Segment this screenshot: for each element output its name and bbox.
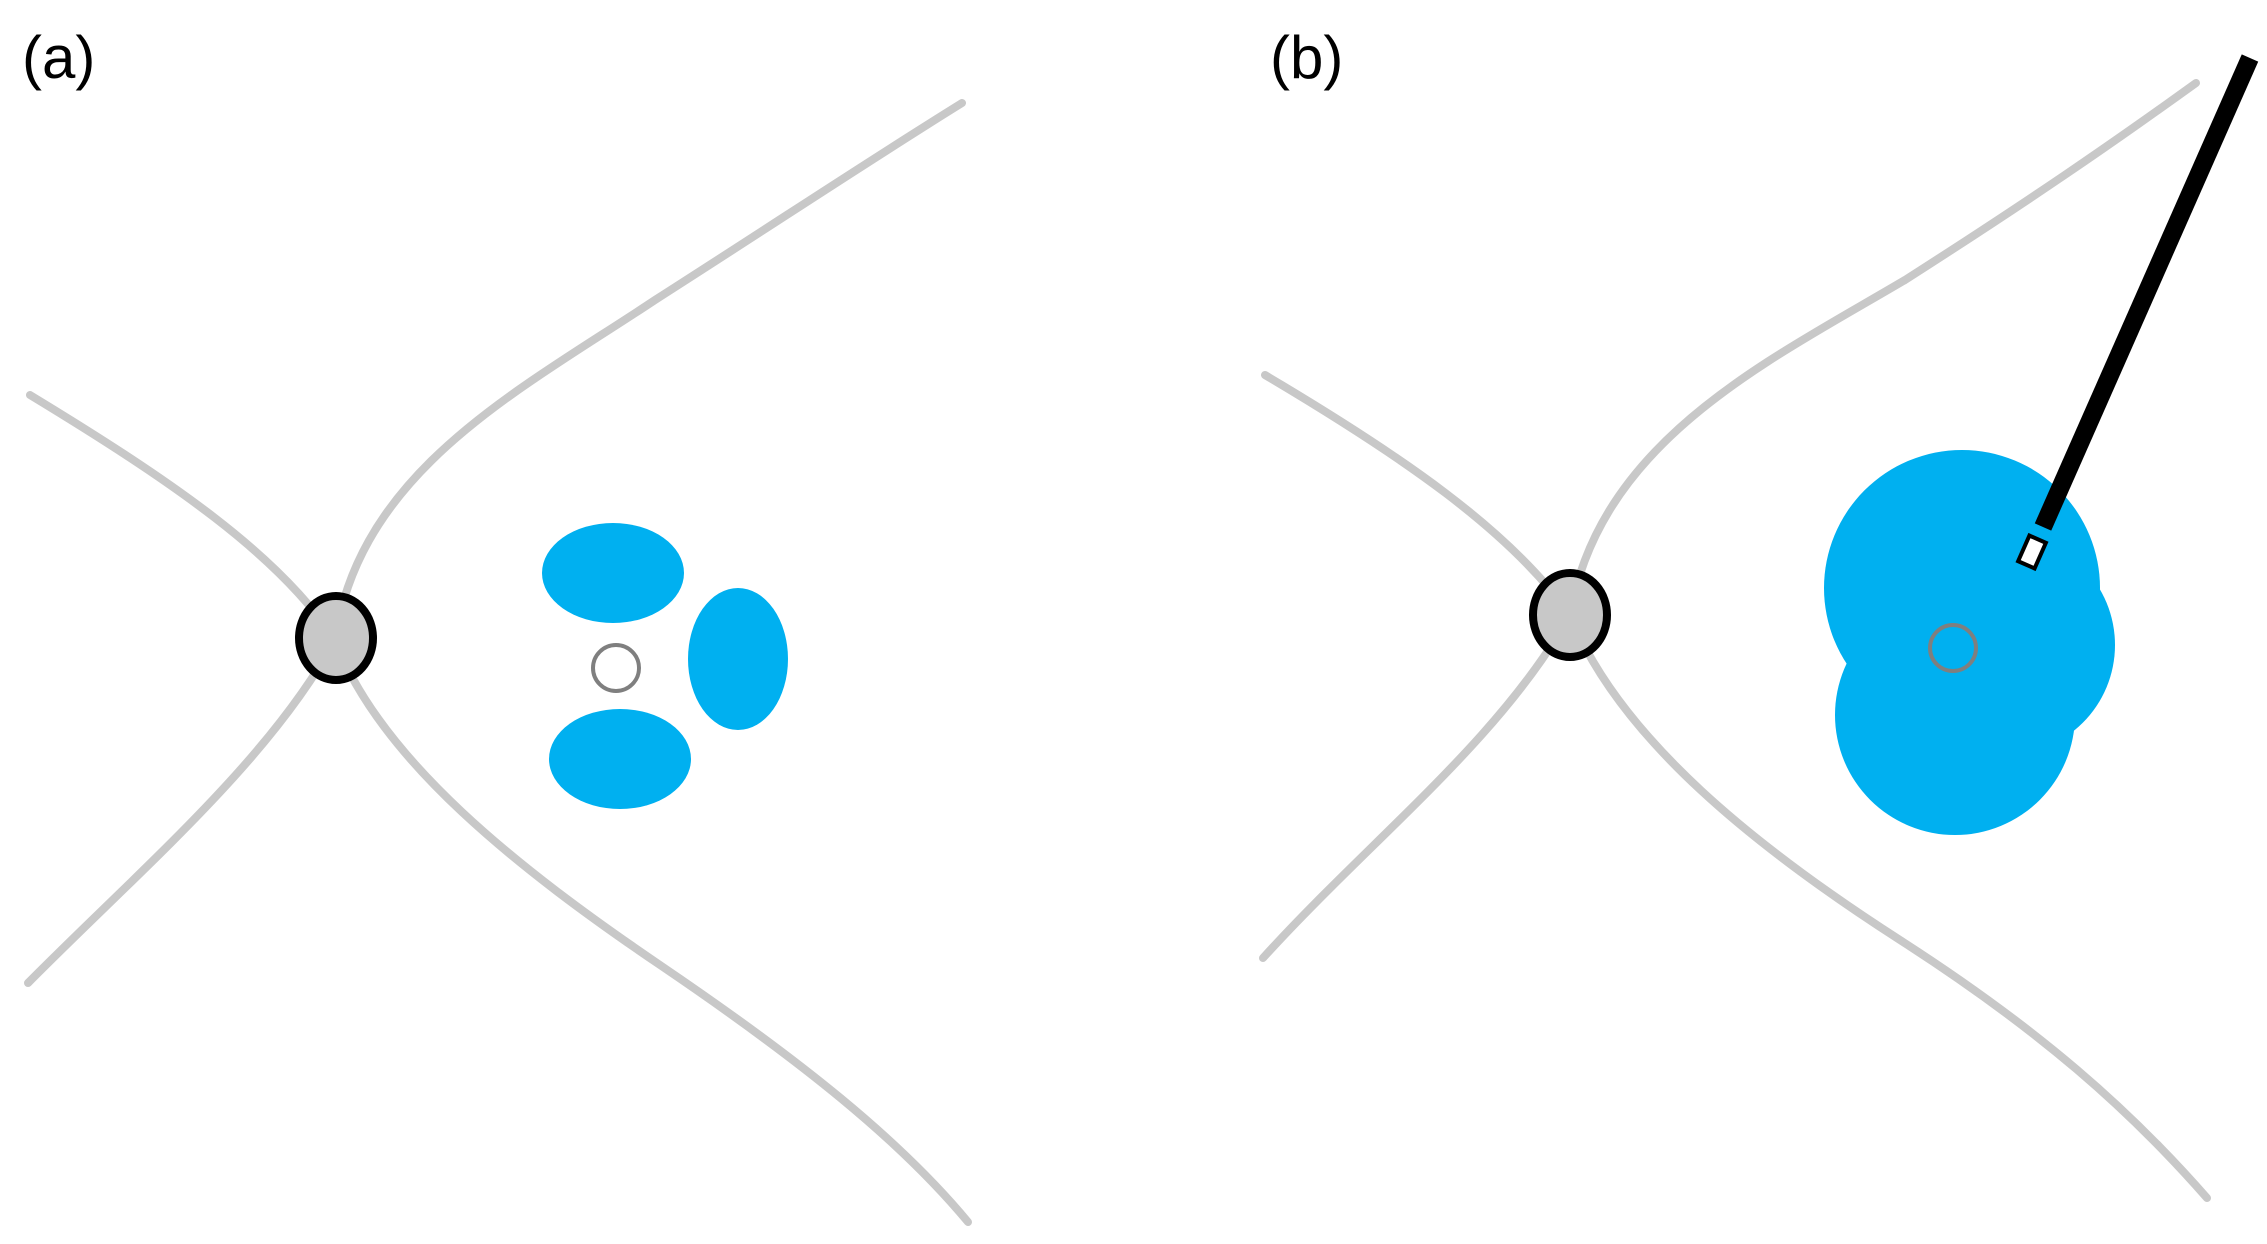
panel-a-curve-lower-right <box>331 636 972 1226</box>
panel-b-nucleus <box>1529 569 1611 661</box>
panel-b-merged-blob <box>1824 450 2115 835</box>
panel-a-lobe-right <box>688 588 788 730</box>
panel-b-label: (b) <box>1270 24 1343 91</box>
panel-a-lobes <box>542 523 788 809</box>
panel-b-center-ring <box>1928 623 1978 673</box>
panel-a-curve-upper-left <box>26 391 339 644</box>
panel-a-label: (a) <box>22 24 95 91</box>
panel-a-saddle-curves <box>24 99 972 1226</box>
panel-a-curve-upper-right <box>331 99 966 644</box>
panel-b-saddle-curves <box>1259 79 2211 1202</box>
panel-b-curve-upper-left <box>1261 371 1574 619</box>
panel-a-nucleus <box>295 592 377 684</box>
panel-b-curve-lower-right <box>1566 611 2211 1202</box>
panel-a-lobe-bottom <box>549 709 691 809</box>
panel-b-probe-tip <box>2015 532 2049 572</box>
panel-b-curve-upper-right <box>1566 79 2200 619</box>
panel-a-center-ring <box>591 643 641 693</box>
panel-a-lobe-top <box>542 523 684 623</box>
panel-b-curve-lower-left <box>1259 611 1574 962</box>
panel-b-probe <box>2015 54 2259 572</box>
panel-b: (b) <box>1259 24 2259 1202</box>
panel-a-curve-lower-left <box>24 636 339 987</box>
panel-a: (a) <box>22 24 972 1226</box>
panel-b-probe-shaft <box>2034 54 2259 531</box>
